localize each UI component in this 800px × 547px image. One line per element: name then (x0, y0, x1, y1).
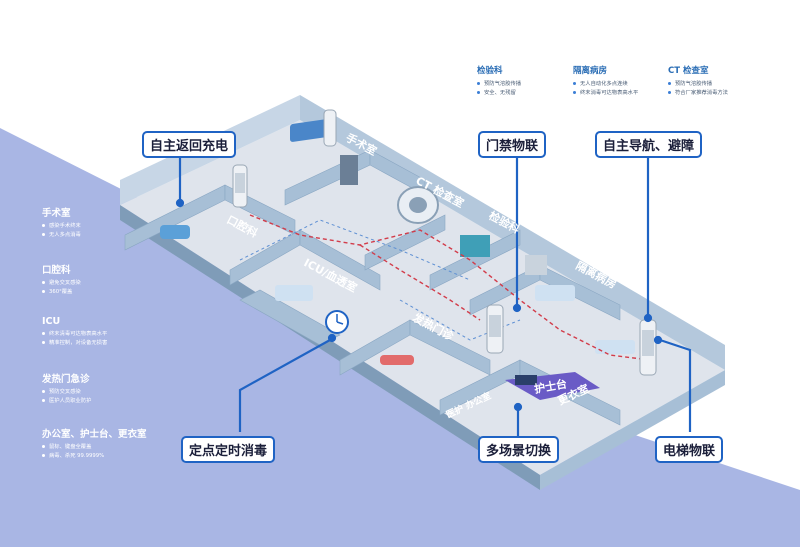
floor-edge-left (120, 205, 540, 490)
top-section-ct: CT 检查室 预防气溶胶传播 符合厂家推荐消毒方法 (668, 64, 728, 98)
side-section-office: 办公室、护士台、更衣室 鼠标、键盘全覆盖 病毒、杀死 99.9999% (42, 426, 147, 461)
side-item: 鼠标、键盘全覆盖 (42, 443, 147, 452)
callout-leaders (175, 152, 692, 437)
top-item: 预防气溶胶传播 (668, 80, 728, 89)
top-heading: 隔离病房 (573, 66, 608, 76)
callout-multi-scene: 多场景切换 (478, 436, 560, 463)
room-label-nurse: 护士台 (533, 376, 568, 396)
side-item: 预防交叉感染 (42, 388, 91, 397)
top-section-lab: 检验科 预防气溶胶传播 安全、无残留 (477, 64, 521, 98)
side-item: 无人多点消毒 (42, 231, 81, 240)
callout-scheduled: 定点定时消毒 (181, 436, 276, 463)
side-heading: ICU (42, 316, 61, 327)
floor-edge-right (540, 370, 725, 490)
side-item: 360°覆盖 (42, 288, 81, 297)
side-heading: 发热门急诊 (42, 374, 90, 385)
side-section-dental: 口腔科 避免交叉感染 360°覆盖 (42, 262, 81, 297)
side-item: 感染手术终末 (42, 222, 81, 231)
top-item: 预防气溶胶传播 (477, 80, 521, 89)
top-section-isolation: 隔离病房 无人自动化多点连续 终末消毒可达物表高水平 (573, 64, 638, 98)
side-section-surgery: 手术室 感染手术终末 无人多点消毒 (42, 205, 81, 240)
side-item: 医护人员职业防护 (42, 397, 91, 406)
top-heading: 检验科 (477, 66, 503, 76)
side-item: 终末清毒可达物表高水平 (42, 330, 107, 339)
top-item: 安全、无残留 (477, 89, 521, 98)
callout-elevator-iot: 电梯物联 (655, 436, 724, 463)
top-item: 符合厂家推荐消毒方法 (668, 89, 728, 98)
callout-auto-nav: 自主导航、避障 (595, 131, 703, 158)
equipment (160, 119, 635, 400)
back-wall-right (300, 95, 725, 370)
side-heading: 口腔科 (42, 265, 71, 276)
side-item: 避免交叉感染 (42, 279, 81, 288)
callout-auto-charge: 自主返回充电 (142, 131, 237, 158)
side-heading: 办公室、护士台、更衣室 (42, 429, 147, 440)
side-heading: 手术室 (42, 208, 71, 219)
side-section-icu: ICU 终末清毒可达物表高水平 精准控制，对设备无损害 (42, 316, 107, 348)
side-item: 精准控制，对设备无损害 (42, 339, 107, 348)
top-item: 终末消毒可达物表高水平 (573, 89, 638, 98)
top-item: 无人自动化多点连续 (573, 80, 638, 89)
side-section-fever: 发热门急诊 预防交叉感染 医护人员职业防护 (42, 371, 91, 406)
clock-icon (325, 310, 349, 334)
top-heading: CT 检查室 (668, 66, 709, 76)
robot-route (249, 214, 651, 361)
callout-access-iot: 门禁物联 (478, 131, 547, 158)
side-item: 病毒、杀死 99.9999% (42, 452, 147, 461)
robot-group (232, 109, 657, 376)
